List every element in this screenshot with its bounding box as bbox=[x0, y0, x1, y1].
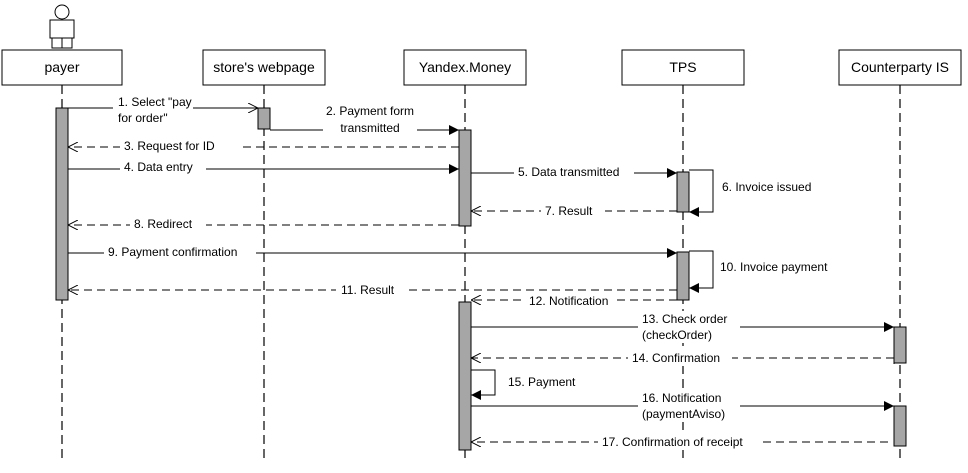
message-label: 2. Payment form bbox=[326, 104, 414, 118]
activation-bar-counterparty-is bbox=[893, 405, 907, 447]
message-label: 16. Notification bbox=[642, 391, 721, 405]
message-14: 14. Confirmation bbox=[471, 350, 895, 366]
message-12: 12. Notification bbox=[471, 293, 677, 309]
message-label: 12. Notification bbox=[529, 294, 608, 308]
message-5: 5. Data transmitted bbox=[471, 164, 677, 180]
message-17: 17. Confirmation of receipt bbox=[471, 434, 888, 450]
participant-tps: TPS bbox=[621, 49, 745, 86]
message-label: 3. Request for ID bbox=[124, 139, 215, 153]
message-label: 7. Result bbox=[545, 204, 593, 218]
participant-store: store's webpage bbox=[202, 49, 326, 86]
activation-bar-tps bbox=[676, 171, 690, 213]
message-8: 8. Redirect bbox=[68, 216, 459, 232]
activation-bar-yandex-money bbox=[458, 301, 472, 451]
message-7: 7. Result bbox=[471, 203, 677, 219]
activation-bar-payer bbox=[55, 107, 69, 301]
participant-label: payer bbox=[44, 59, 79, 75]
message-11: 11. Result bbox=[68, 282, 677, 298]
message-label: 5. Data transmitted bbox=[518, 165, 619, 179]
message-label: (checkOrder) bbox=[642, 328, 712, 342]
participant-label: TPS bbox=[669, 59, 696, 75]
message-1: 1. Select "pay for order" bbox=[68, 95, 258, 125]
message-label: 1. Select "pay bbox=[118, 95, 192, 109]
message-label: 15. Payment bbox=[508, 375, 576, 389]
activation-bar-tps bbox=[676, 251, 690, 301]
message-label: 13. Check order bbox=[642, 312, 727, 326]
activation-bar-store bbox=[257, 107, 271, 130]
message-10: 10. Invoice payment bbox=[689, 250, 828, 293]
message-9: 9. Payment confirmation bbox=[68, 244, 677, 260]
message-label: 11. Result bbox=[341, 283, 395, 297]
message-3: 3. Request for ID bbox=[68, 138, 459, 154]
participant-label: Yandex.Money bbox=[419, 59, 511, 75]
message-2: 2. Payment form transmitted bbox=[270, 102, 459, 136]
message-13: 13. Check order (checkOrder) bbox=[471, 311, 894, 343]
message-15: 15. Payment bbox=[471, 369, 576, 400]
message-label: 10. Invoice payment bbox=[720, 260, 828, 274]
message-label: 6. Invoice issued bbox=[722, 180, 811, 194]
message-4: 4. Data entry bbox=[68, 159, 459, 175]
message-6: 6. Invoice issued bbox=[689, 169, 811, 217]
message-label: 14. Confirmation bbox=[632, 351, 720, 365]
activation-bar-counterparty-is bbox=[893, 326, 907, 364]
message-label: for order" bbox=[118, 111, 168, 125]
message-16: 16. Notification (paymentAviso) bbox=[471, 390, 894, 422]
participant-label: store's webpage bbox=[213, 59, 315, 75]
activation-bar-yandex-money bbox=[458, 129, 472, 227]
participant-yandex-money: Yandex.Money bbox=[403, 49, 527, 86]
message-label: 9. Payment confirmation bbox=[108, 245, 237, 259]
participant-label: Counterparty IS bbox=[851, 59, 949, 75]
stick-figure-icon bbox=[49, 4, 75, 49]
participant-payer: payer bbox=[1, 49, 123, 86]
message-label: 4. Data entry bbox=[124, 160, 193, 174]
participant-counterparty-is: Counterparty IS bbox=[838, 49, 962, 86]
message-label: transmitted bbox=[340, 121, 399, 135]
message-label: 8. Redirect bbox=[134, 217, 193, 231]
message-label: (paymentAviso) bbox=[642, 407, 725, 421]
message-label: 17. Confirmation of receipt bbox=[602, 435, 743, 449]
